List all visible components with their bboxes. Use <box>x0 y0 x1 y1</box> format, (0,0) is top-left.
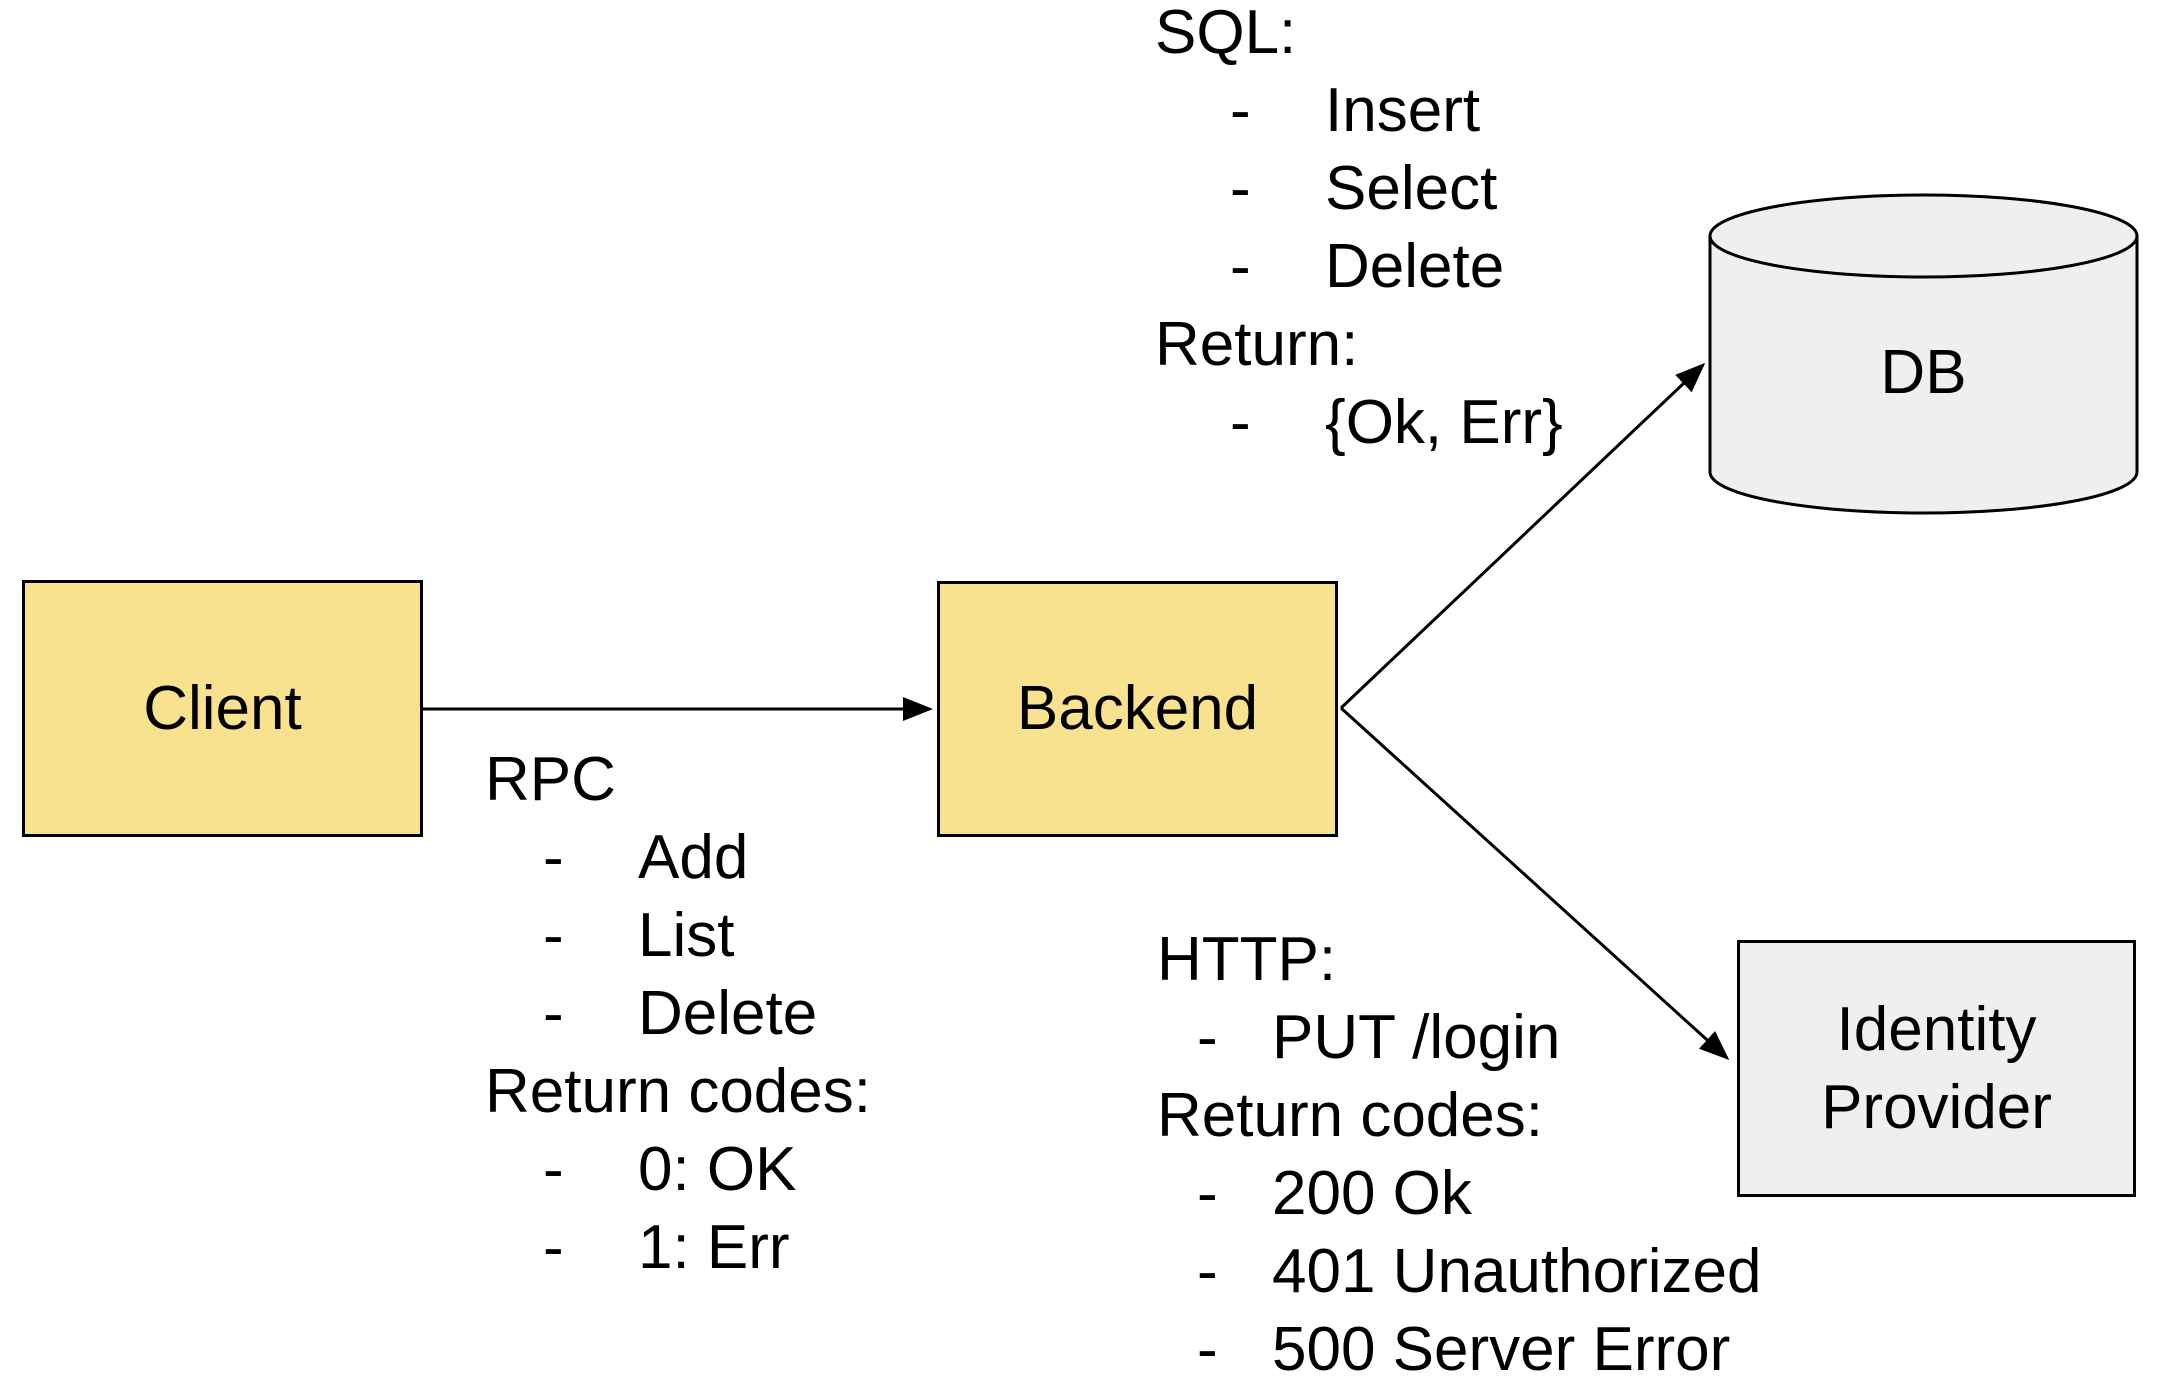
identity-provider-node-label: Identity Provider <box>1821 994 2052 1142</box>
bullet-dash: - <box>543 1135 564 1204</box>
http-list-item: - 401 Unauthorized <box>1157 1233 1761 1311</box>
http-item-text: PUT /login <box>1272 1003 1561 1072</box>
bullet-dash: - <box>1197 1003 1218 1072</box>
rpc-list-item: - Add <box>485 819 871 897</box>
rpc-item-text: List <box>638 901 735 970</box>
bullet-dash: - <box>543 1213 564 1282</box>
bullet-dash: - <box>1230 232 1251 301</box>
sql-return-heading: Return: <box>1155 310 1359 379</box>
backend-node: Backend <box>937 581 1338 837</box>
sql-list-item: - Insert <box>1155 72 1563 150</box>
arrow-backend-to-identity-provider <box>1339 706 1730 1061</box>
bullet-dash: - <box>1197 1237 1218 1306</box>
bullet-dash: - <box>1230 388 1251 457</box>
arrow-backend-to-db <box>1339 362 1706 710</box>
rpc-annotation-block: RPC - Add - List - Delete Return codes: … <box>485 741 871 1287</box>
bullet-dash: - <box>543 979 564 1048</box>
sql-item-text: Select <box>1325 154 1498 223</box>
identity-provider-node: Identity Provider <box>1737 940 2136 1197</box>
rpc-list-item: - 0: OK <box>485 1131 871 1209</box>
rpc-return-codes-heading: Return codes: <box>485 1057 871 1126</box>
db-cylinder-top <box>1708 193 2139 279</box>
http-list-item: - 500 Server Error <box>1157 1311 1761 1389</box>
client-node-label: Client <box>143 673 302 743</box>
sql-list-item: - Select <box>1155 150 1563 228</box>
sql-item-text: Delete <box>1325 232 1505 301</box>
http-heading: HTTP: <box>1157 925 1337 994</box>
sql-annotation-block: SQL: - Insert - Select - Delete Return: … <box>1155 0 1563 462</box>
bullet-dash: - <box>543 901 564 970</box>
http-item-text: 500 Server Error <box>1272 1315 1731 1384</box>
rpc-item-text: Delete <box>638 979 818 1048</box>
rpc-list-item: - 1: Err <box>485 1209 871 1287</box>
sql-item-text: Insert <box>1325 76 1481 145</box>
http-item-text: 200 Ok <box>1272 1159 1472 1228</box>
rpc-item-text: 0: OK <box>638 1135 797 1204</box>
rpc-list-item: - Delete <box>485 975 871 1053</box>
http-return-codes-heading: Return codes: <box>1157 1081 1543 1150</box>
http-list-item: - PUT /login <box>1157 999 1761 1077</box>
bullet-dash: - <box>1230 154 1251 223</box>
sql-item-text: {Ok, Err} <box>1325 388 1563 457</box>
backend-node-label: Backend <box>1016 674 1259 743</box>
rpc-item-text: 1: Err <box>638 1213 790 1282</box>
db-cylinder-shape <box>1708 193 2139 515</box>
rpc-item-text: Add <box>638 823 749 892</box>
sql-list-item: - Delete <box>1155 228 1563 306</box>
db-node-label: DB <box>1880 338 1967 407</box>
sql-heading: SQL: <box>1155 0 1297 67</box>
db-cylinder-body <box>1708 236 2139 515</box>
bullet-dash: - <box>1230 76 1251 145</box>
http-annotation-block: HTTP: - PUT /login Return codes: - 200 O… <box>1157 921 1761 1389</box>
bullet-dash: - <box>1197 1159 1218 1228</box>
rpc-list-item: - List <box>485 897 871 975</box>
bullet-dash: - <box>543 823 564 892</box>
http-item-text: 401 Unauthorized <box>1272 1237 1762 1306</box>
rpc-heading: RPC <box>485 745 616 814</box>
bullet-dash: - <box>1197 1315 1218 1384</box>
http-list-item: - 200 Ok <box>1157 1155 1761 1233</box>
sql-list-item: - {Ok, Err} <box>1155 384 1563 462</box>
client-node: Client <box>22 580 423 837</box>
